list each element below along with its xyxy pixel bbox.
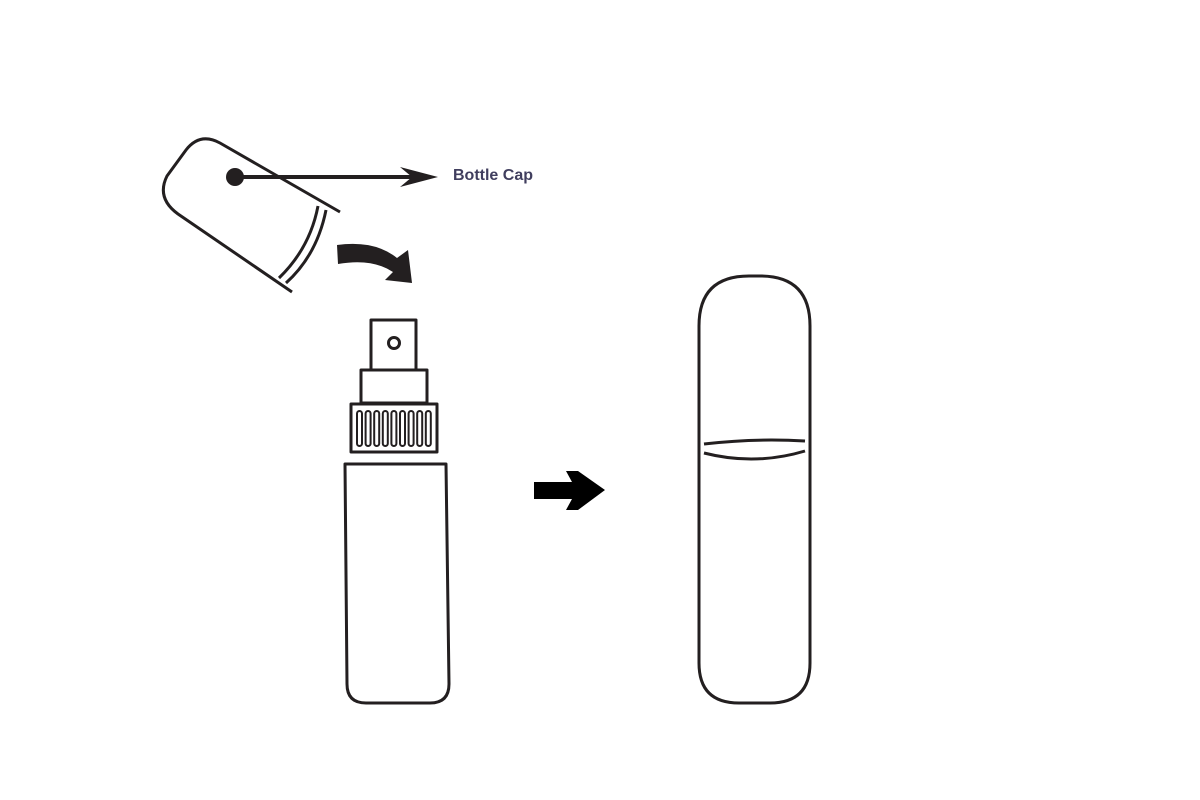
- closed-bottle-seam-lower: [703, 449, 806, 461]
- neck-ridge: [373, 410, 381, 447]
- curved-arrow-icon: [337, 243, 412, 283]
- neck-ridge: [390, 410, 398, 447]
- right-arrow-icon: [534, 471, 605, 510]
- threaded-neck: [349, 402, 439, 454]
- pointer-arrowhead: [400, 167, 438, 187]
- neck-ridge: [356, 410, 363, 447]
- cap-rim-line-inner: [284, 209, 328, 285]
- cap-rim-line-outer: [277, 205, 320, 280]
- neck-ridges: [356, 410, 432, 447]
- spray-nozzle-head: [369, 318, 418, 372]
- neck-ridge: [424, 410, 432, 447]
- neck-ridge: [399, 410, 406, 447]
- nozzle-hole: [387, 336, 401, 350]
- neck-ridge: [364, 410, 372, 447]
- bottle-cap: [161, 137, 341, 294]
- closed-bottle-seam-upper: [703, 438, 806, 446]
- neck-ridge: [407, 410, 415, 447]
- nozzle-collar: [359, 368, 429, 405]
- bottle-cap-label: Bottle Cap: [453, 167, 533, 184]
- open-bottle-body: [343, 462, 451, 705]
- neck-ridge: [416, 410, 424, 447]
- closed-bottle: [697, 274, 812, 705]
- neck-ridge: [381, 410, 389, 447]
